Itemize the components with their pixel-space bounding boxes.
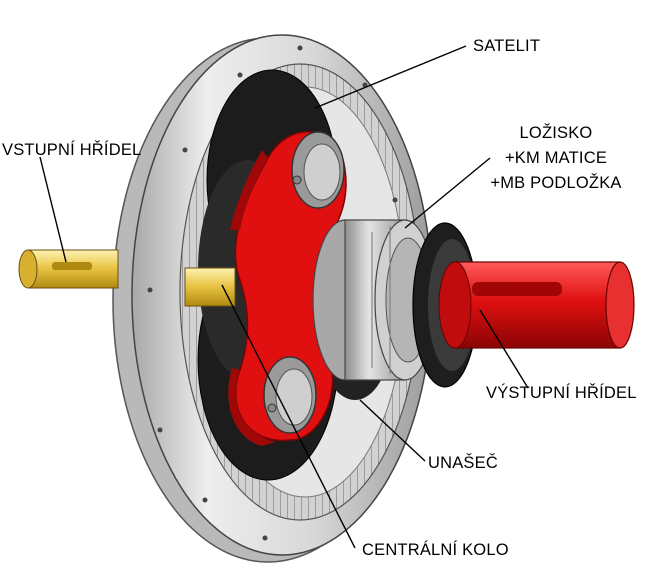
- leader-lines: [39, 45, 529, 549]
- output-shaft: [438, 261, 635, 349]
- label-unasec: UNAŠEČ: [428, 454, 498, 472]
- label-centralni-kolo: CENTRÁLNÍ KOLO: [362, 541, 509, 559]
- label-lozisko-line2: +KM MATICE: [504, 149, 608, 167]
- label-vystupni-hridel: VÝSTUPNÍ HŘÍDEL: [486, 384, 637, 402]
- label-satelit: SATELIT: [473, 37, 541, 55]
- label-lozisko-line3: +MB PODLOŽKA: [490, 174, 622, 192]
- label-vstupni-hridel: VSTUPNÍ HŘÍDEL: [2, 141, 142, 159]
- label-lozisko-line1: LOŽISKO: [519, 124, 593, 142]
- rim-bolt-holes: [147, 45, 398, 541]
- input-shaft: [18, 249, 236, 307]
- carrier: [228, 131, 347, 446]
